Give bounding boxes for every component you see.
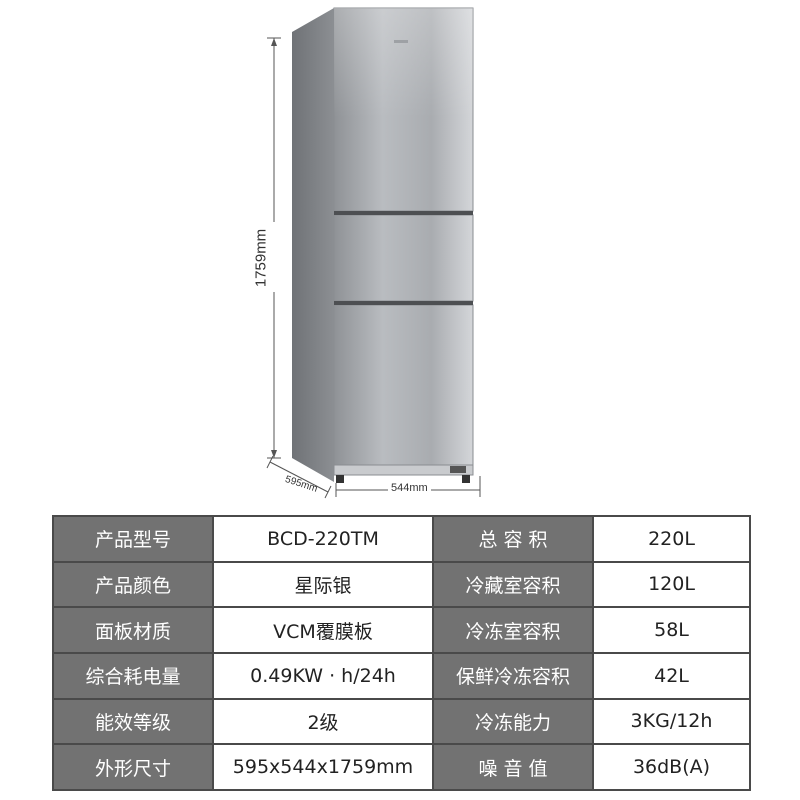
spec-label: 冷冻能力 [432,697,594,746]
spec-value: BCD-220TM [212,515,434,563]
spec-table: 产品型号 BCD-220TM 总 容 积 220L 产品颜色 星际银 冷藏室容积… [52,515,751,791]
spec-value: VCM覆膜板 [212,606,434,654]
spec-value: 58L [592,606,751,654]
spec-label: 外形尺寸 [52,743,214,791]
middle-drawer [333,214,474,302]
spec-label: 噪 音 值 [432,743,594,791]
spec-label: 冷冻室容积 [432,606,594,654]
spec-value: 120L [592,560,751,609]
table-row: 外形尺寸 595x544x1759mm 噪 音 值 36dB(A) [52,743,751,791]
refrigerator-image [265,7,481,499]
bottom-drawer [333,304,474,466]
spec-value: 0.49KW · h/24h [212,651,434,700]
spec-label: 产品型号 [52,515,214,563]
spec-value: 36dB(A) [592,743,751,791]
spec-value: 220L [592,515,751,563]
height-dimension-label: 1759mm [252,228,270,288]
table-row: 产品型号 BCD-220TM 总 容 积 220L [52,515,751,563]
spec-label: 面板材质 [52,606,214,654]
spec-value: 3KG/12h [592,697,751,746]
spec-value: 42L [592,651,751,700]
spec-label: 综合耗电量 [52,651,214,700]
spec-value: 595x544x1759mm [212,743,434,791]
table-row: 能效等级 2级 冷冻能力 3KG/12h [52,697,751,746]
spec-label: 产品颜色 [52,560,214,609]
spec-value: 星际银 [212,560,434,609]
width-dimension-label: 544mm [388,482,431,494]
spec-label: 总 容 积 [432,515,594,563]
spec-label: 冷藏室容积 [432,560,594,609]
fridge-side-panel [292,8,334,482]
spec-label: 能效等级 [52,697,214,746]
spec-value: 2级 [212,697,434,746]
table-row: 综合耗电量 0.49KW · h/24h 保鲜冷冻容积 42L [52,651,751,700]
product-figure: 1759mm 595mm 544mm [253,7,481,499]
table-row: 面板材质 VCM覆膜板 冷冻室容积 58L [52,606,751,654]
height-dimension: 1759mm [253,229,281,287]
spec-label: 保鲜冷冻容积 [432,651,594,700]
table-row: 产品颜色 星际银 冷藏室容积 120L [52,560,751,609]
